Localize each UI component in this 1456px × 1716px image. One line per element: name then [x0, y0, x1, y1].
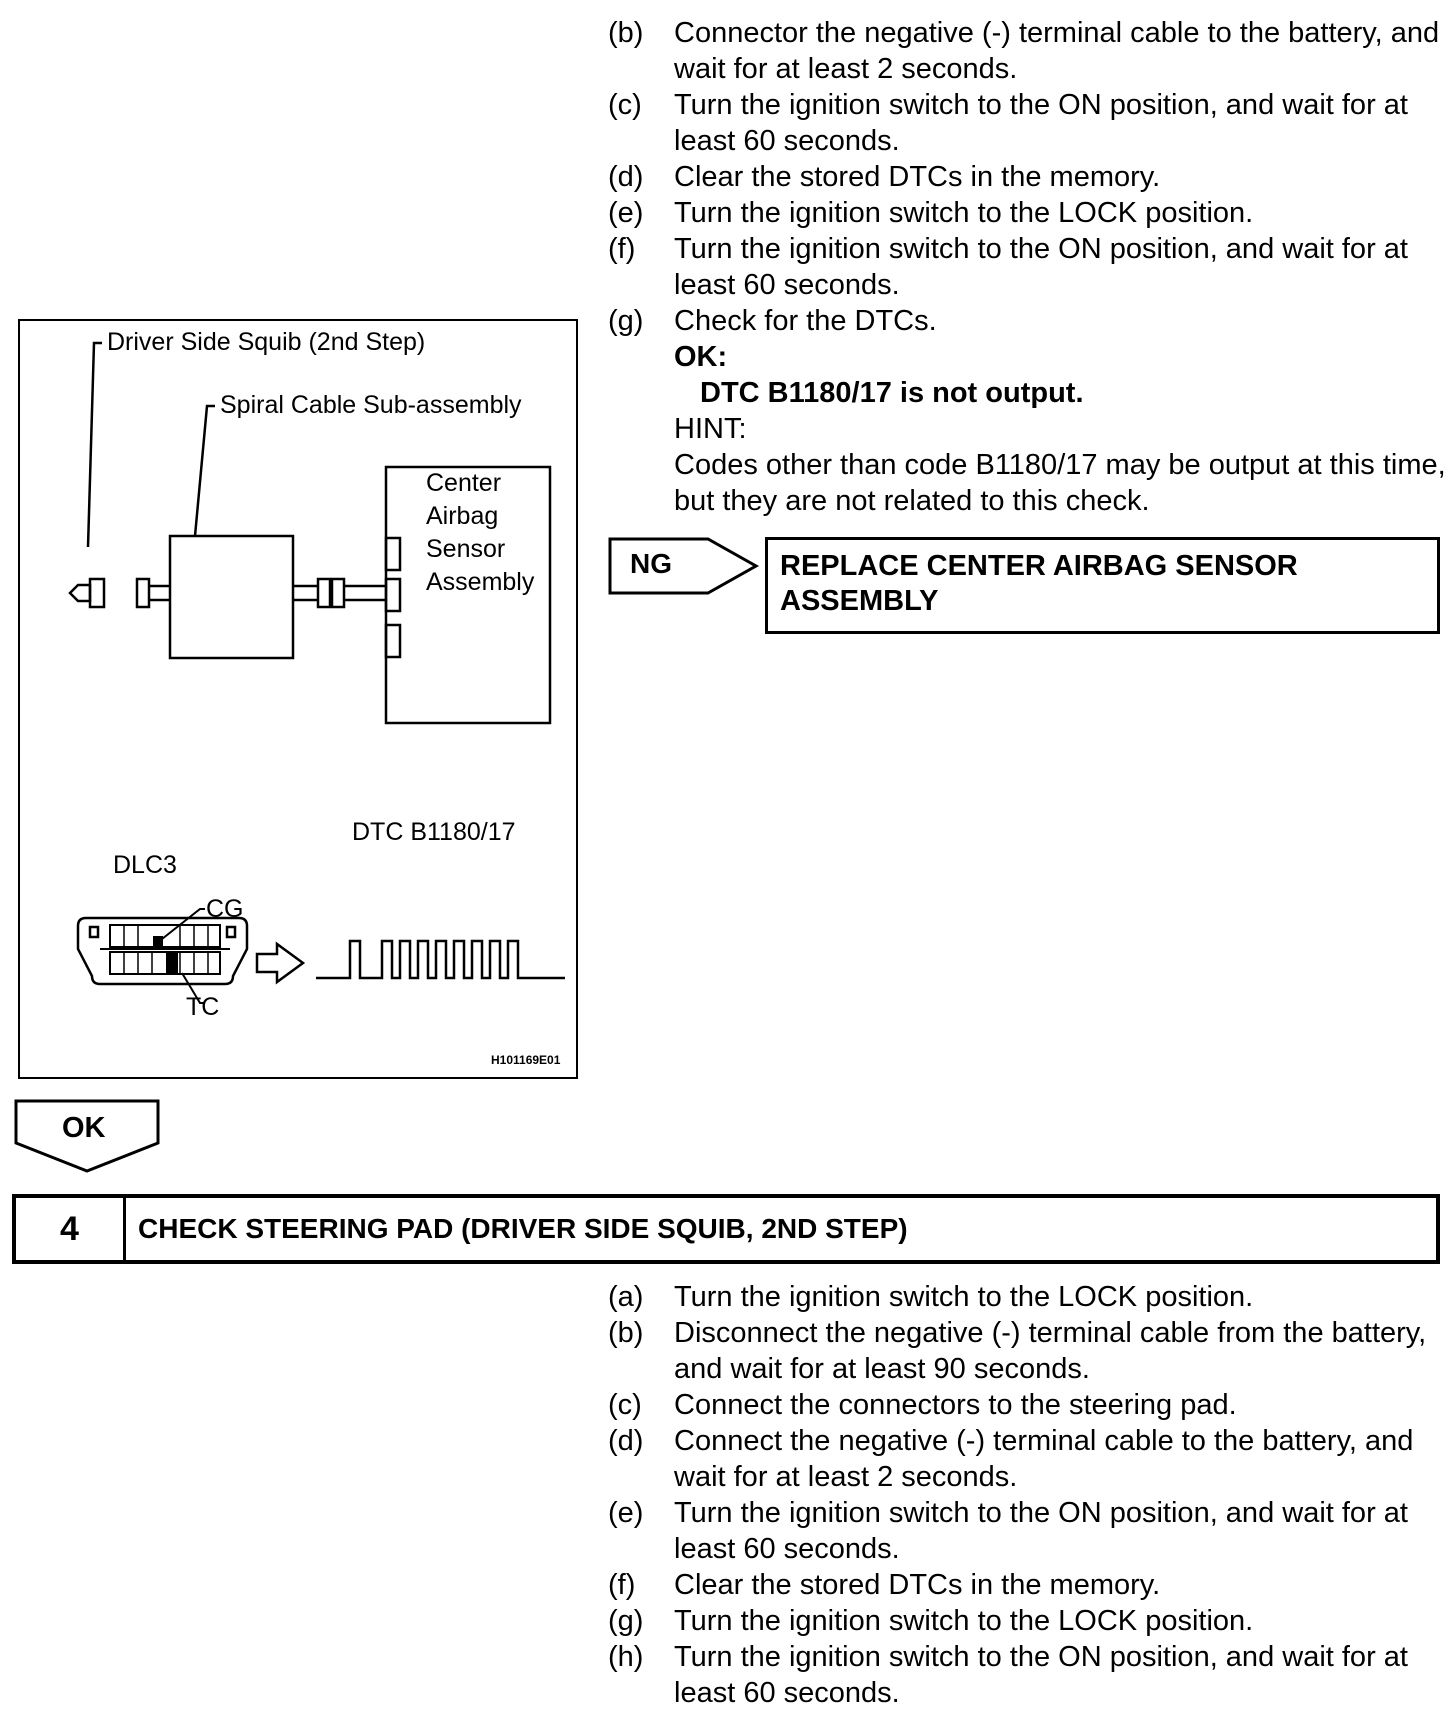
step-title: CHECK STEERING PAD (DRIVER SIDE SQUIB, 2… [138, 1213, 908, 1244]
step-h: (h)Turn the ignition switch to the ON po… [608, 1641, 1408, 1709]
figure-code: H101169E01 [491, 1053, 561, 1067]
step-f: (f)Turn the ignition switch to the ON po… [608, 233, 1408, 301]
top-procedure-steps: (b)Connector the negative (-) terminal c… [608, 15, 1448, 519]
spiral-left-connector [135, 577, 151, 609]
hint-text: Codes other than code B1180/17 may be ou… [674, 449, 1446, 517]
label-dtc: DTC B1180/17 [352, 818, 516, 846]
ng-arrow-shape [608, 537, 760, 595]
ok-label: OK [62, 1112, 106, 1144]
ok-arrow: OK [14, 1099, 160, 1178]
squib-connector-left [68, 583, 92, 603]
ok-arrow-shape [14, 1099, 160, 1173]
ng-arrow: NG [608, 537, 768, 602]
ng-result-line-2: ASSEMBLY [780, 585, 939, 617]
ok-text: DTC B1180/17 is not output. [700, 377, 1084, 409]
step-d: (d)Clear the stored DTCs in the memory. [608, 161, 1161, 193]
label-driver-squib: Driver Side Squib (2nd Step) [107, 328, 426, 356]
step-c: (c)Connect the connectors to the steerin… [608, 1389, 1237, 1421]
step-d: (d)Connect the negative (-) terminal cab… [608, 1425, 1414, 1493]
ng-result-box: REPLACE CENTER AIRBAG SENSOR ASSEMBLY [765, 537, 1440, 634]
label-center-airbag-4: Assembly [426, 568, 535, 596]
step-e: (e)Turn the ignition switch to the LOCK … [608, 197, 1254, 229]
figure-drawing [68, 341, 565, 1004]
step-f: (f)Clear the stored DTCs in the memory. [608, 1569, 1161, 1601]
step-g: (g)Turn the ignition switch to the LOCK … [608, 1605, 1254, 1637]
step-e: (e)Turn the ignition switch to the ON po… [608, 1497, 1408, 1565]
ng-label: NG [630, 548, 672, 579]
spiral-leader-line [193, 404, 215, 537]
squib-leader-line [86, 341, 102, 548]
step-g: (g)Check for the DTCs. [608, 305, 937, 337]
label-center-airbag-2: Airbag [426, 502, 499, 530]
ok-heading: OK: [674, 341, 728, 373]
dtc-waveform [316, 939, 565, 980]
step-4-header: 4 CHECK STEERING PAD (DRIVER SIDE SQUIB,… [12, 1194, 1440, 1264]
wiring-figure: Driver Side Squib (2nd Step) Spiral Cabl… [18, 319, 578, 1079]
hint-label: HINT: [674, 413, 747, 445]
label-center-airbag-3: Sensor [426, 535, 506, 563]
step-a: (a)Turn the ignition switch to the LOCK … [608, 1281, 1254, 1313]
ok-condition: OK: DTC B1180/17 is not output. HINT: Co… [608, 339, 1448, 519]
label-tc: TC [186, 993, 220, 1021]
bottom-procedure-steps: (a)Turn the ignition switch to the LOCK … [608, 1279, 1448, 1711]
step-b: (b)Connector the negative (-) terminal c… [608, 17, 1440, 85]
step-number: 4 [16, 1198, 126, 1260]
label-cg: CG [206, 895, 244, 923]
label-spiral-cable: Spiral Cable Sub-assembly [220, 391, 522, 419]
ng-result-line-1: REPLACE CENTER AIRBAG SENSOR [780, 550, 1298, 582]
label-dlc3: DLC3 [113, 851, 177, 879]
signal-arrow-icon [255, 941, 306, 985]
spiral-cable-box [168, 534, 295, 660]
step-c: (c)Turn the ignition switch to the ON po… [608, 89, 1408, 157]
squib-connector [88, 577, 106, 609]
step-b: (b)Disconnect the negative (-) terminal … [608, 1317, 1427, 1385]
dlc3-connector [76, 916, 249, 986]
label-center-airbag-1: Center [426, 469, 502, 497]
